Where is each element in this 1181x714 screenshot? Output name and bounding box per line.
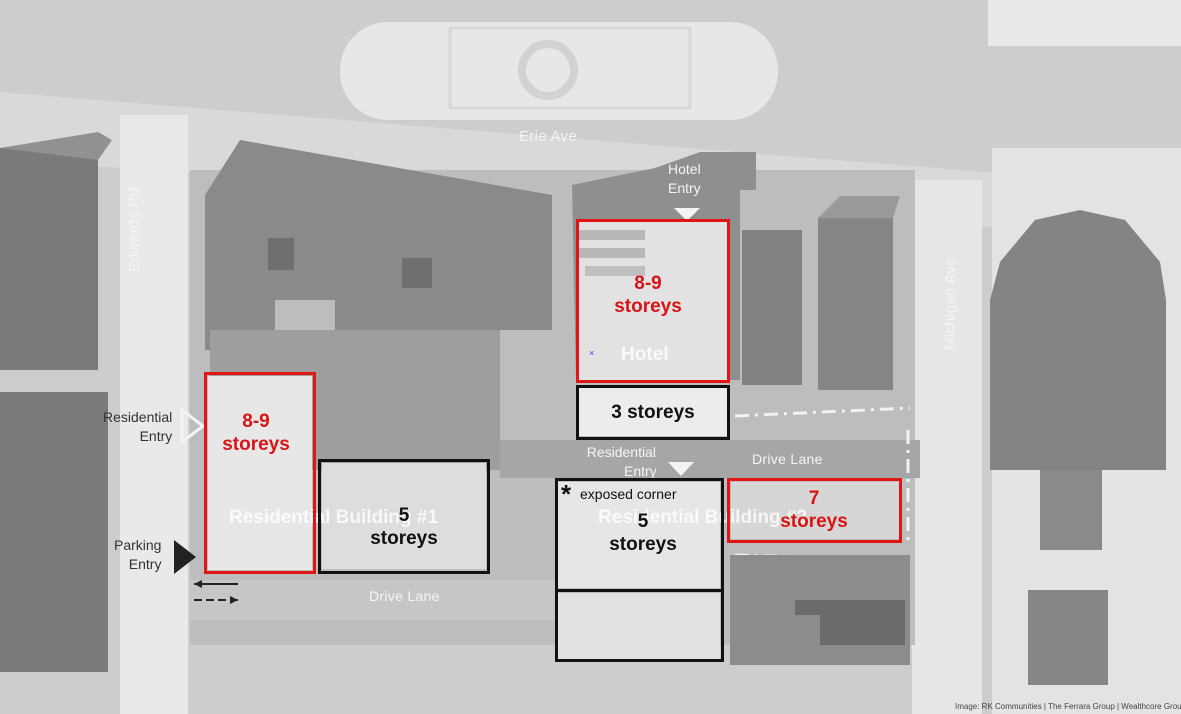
hotel-podium-fill bbox=[579, 386, 727, 436]
res2-courtyard bbox=[795, 600, 905, 645]
residential-entry-center-arrow-icon bbox=[668, 462, 694, 476]
exposed-corner-note: exposed corner bbox=[580, 486, 677, 502]
res2-east-outline bbox=[727, 478, 902, 543]
east-hotel-building-2 bbox=[818, 218, 893, 390]
residential-entry-center-line-2: Entry bbox=[624, 463, 657, 479]
drive-lane-east-road bbox=[500, 440, 920, 478]
residential-entry-center-label: Residential Entry bbox=[586, 443, 657, 481]
street-edwards-rd: Edwards Rd bbox=[126, 187, 143, 272]
hotel-entry-line-2: Entry bbox=[668, 180, 701, 196]
parking-entry-arrow-icon bbox=[174, 540, 196, 574]
res2-south-fill bbox=[558, 593, 720, 659]
res1-corner-storeys-unit: storeys bbox=[222, 434, 290, 455]
residential-entry-west-line-1: Residential bbox=[103, 409, 173, 425]
res1-corner-storeys: 8-9 storeys bbox=[208, 410, 304, 456]
hotel-tower-storeys: 8-9 storeys bbox=[600, 272, 696, 318]
res1-mid-outline bbox=[318, 459, 490, 574]
street-michigan-ave: Michigan Ave bbox=[942, 257, 959, 350]
res2-main-storeys: 5 storeys bbox=[591, 510, 695, 556]
erie-median bbox=[340, 22, 778, 120]
lane-marking-north bbox=[734, 406, 911, 418]
roof-unit-1 bbox=[268, 238, 294, 270]
east-large-building bbox=[990, 210, 1166, 470]
hotel-balcony-1 bbox=[579, 230, 645, 240]
west-building-north-roof bbox=[0, 132, 112, 160]
drive-lane-south-road bbox=[190, 580, 555, 620]
res1-tower-fill bbox=[208, 376, 312, 570]
east-hotel-building-1 bbox=[742, 230, 802, 385]
res1-mid-storeys-unit: storeys bbox=[370, 528, 438, 549]
residential-building-1-label: Residential Building #1 bbox=[229, 507, 439, 528]
drive-lane-east-label: Drive Lane bbox=[752, 451, 823, 467]
hotel-tower-outline bbox=[576, 219, 730, 383]
michigan-ave-sidewalk bbox=[912, 180, 982, 714]
parking-entry-line-2: Entry bbox=[128, 556, 162, 572]
res1-corner-outline bbox=[204, 372, 316, 574]
residential-entry-west-line-2: Entry bbox=[139, 428, 173, 444]
median-paths bbox=[448, 26, 692, 110]
hotel-podium-storeys: 3 storeys bbox=[611, 402, 695, 423]
res2-east-storeys: 7 storeys bbox=[766, 487, 862, 533]
res2-main-storeys-unit: storeys bbox=[609, 534, 677, 555]
hotel-entry-label: Hotel Entry bbox=[668, 160, 701, 198]
hotel-tower-storeys-count: 8-9 bbox=[634, 273, 662, 294]
west-building-north bbox=[0, 148, 98, 370]
res2-east-storeys-count: 7 bbox=[808, 488, 820, 509]
res2-east-fill bbox=[731, 482, 899, 539]
res2-east-storeys-unit: storeys bbox=[780, 511, 848, 532]
exposed-corner-star-icon: * bbox=[561, 479, 572, 509]
parking-entry-label: Parking Entry bbox=[114, 536, 161, 574]
residential-entry-center-line-1: Residential bbox=[586, 444, 656, 460]
hotel-building-label: Hotel bbox=[621, 344, 669, 365]
hotel-balcony-3 bbox=[585, 266, 645, 276]
marker-x-icon: × bbox=[589, 348, 595, 358]
west-building-south bbox=[0, 392, 108, 672]
res2-main-fill bbox=[558, 482, 720, 588]
east-hotel-roof bbox=[818, 196, 900, 218]
res1-mid-storeys-count: 5 bbox=[398, 505, 410, 526]
residential-entry-west-label: Residential Entry bbox=[103, 408, 172, 446]
street-erie-ave: Erie Ave bbox=[519, 128, 577, 145]
east-small-building-south bbox=[1028, 590, 1108, 685]
traffic-arrow-in-head-icon bbox=[230, 596, 238, 604]
res2-main-storeys-count: 5 bbox=[637, 511, 649, 532]
hotel-tower-storeys-unit: storeys bbox=[614, 296, 682, 317]
ne-lot bbox=[988, 0, 1181, 46]
east-small-building bbox=[1040, 470, 1102, 550]
res1-corner-storeys-count: 8-9 bbox=[242, 411, 270, 432]
edwards-rd-sidewalk bbox=[120, 115, 188, 714]
hotel-podium-outline bbox=[576, 385, 730, 440]
hotel-entry-arrow-icon bbox=[674, 208, 700, 221]
hotel-balcony-2 bbox=[579, 248, 645, 258]
median-roundabout bbox=[518, 40, 578, 100]
traffic-arrow-out-head-icon bbox=[194, 580, 202, 588]
res1-mid-fill bbox=[322, 463, 486, 569]
hotel-entry-line-1: Hotel bbox=[668, 161, 701, 177]
res1-mid-storeys: 5 storeys bbox=[352, 504, 456, 550]
residential-entry-west-arrow-icon bbox=[180, 406, 206, 446]
roof-unit-2 bbox=[402, 258, 432, 288]
image-credit: Image: RK Communities | The Ferrara Grou… bbox=[955, 702, 1181, 711]
parking-entry-line-1: Parking bbox=[114, 537, 162, 553]
drive-lane-south-label: Drive Lane bbox=[369, 588, 440, 604]
residential-building-2-label: Residential Building #2 bbox=[598, 507, 808, 528]
res2-south-outline bbox=[555, 589, 724, 662]
